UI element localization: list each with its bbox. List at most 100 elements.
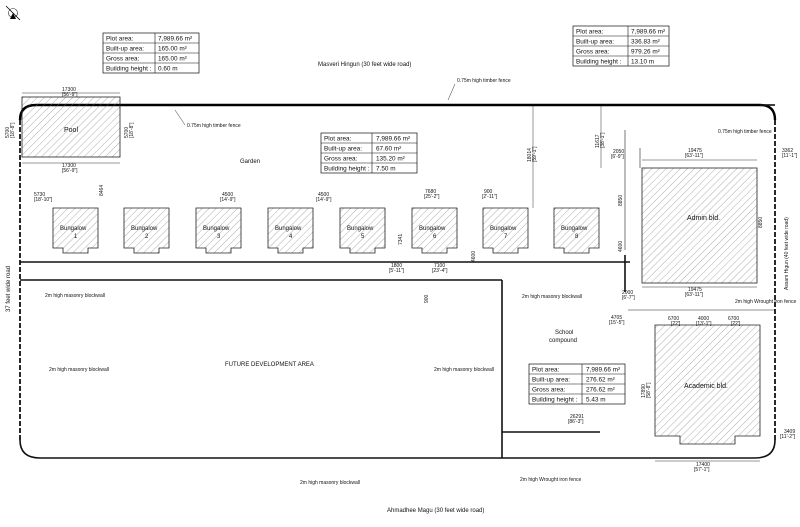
table-label: Gross area: bbox=[106, 56, 140, 63]
bungalow-label: Bungalow bbox=[490, 226, 517, 232]
dim-18014-ft: [59'-1"] bbox=[532, 146, 538, 162]
dim-4500-a-ft: [14'-9"] bbox=[220, 197, 236, 203]
dim-2000: 2000 bbox=[622, 290, 633, 296]
dim-1800-ft: [5'-11"] bbox=[389, 268, 405, 274]
dim-4500-b: 4500 bbox=[318, 192, 329, 198]
bungalow-label: Bungalow bbox=[275, 226, 302, 232]
bungalow-label: Bungalow bbox=[347, 226, 374, 232]
dim-18014: 18014 bbox=[527, 148, 533, 162]
dim-26291-ft: [86'-3"] bbox=[568, 419, 584, 425]
dim-5730-ft: [18'-10"] bbox=[34, 197, 53, 203]
dim-2050: 2050 bbox=[613, 149, 624, 155]
note-masonry-wall-2: 2m high masonry blockwall bbox=[49, 367, 109, 373]
bungalow-label: Bungalow bbox=[60, 226, 87, 232]
road-east: Assam Higun (40 feet wide road) bbox=[784, 217, 790, 290]
note-timber-fence-3: 0.75m high timber fence bbox=[718, 129, 772, 135]
dim-6700-a-ft: [22'] bbox=[671, 321, 681, 327]
table-label: Building height : bbox=[576, 59, 622, 66]
dim-17400: 17400 bbox=[696, 462, 710, 468]
dim-7341: 7341 bbox=[398, 234, 404, 245]
bungalow-1: Bungalow 1 bbox=[52, 207, 99, 254]
dim-6700-a: 6700 bbox=[668, 316, 679, 322]
bungalow-label: Bungalow bbox=[561, 226, 588, 232]
bungalow-number: 3 bbox=[217, 234, 221, 240]
dim-pool-height-ft: [18'-8"] bbox=[10, 122, 16, 138]
bungalow-5: Bungalow 5 bbox=[339, 207, 386, 254]
table-value: 135.20 m² bbox=[376, 156, 405, 163]
table-label: Built-up area: bbox=[324, 146, 362, 153]
dim-pool-width-ft: [56'-9"] bbox=[62, 92, 78, 98]
pool bbox=[21, 96, 121, 158]
table-value: 0.60 m bbox=[158, 66, 178, 73]
table-value: 165.00 m² bbox=[158, 46, 187, 53]
table-label: Gross area: bbox=[532, 387, 566, 394]
table-value: 7,989.66 m² bbox=[158, 36, 192, 43]
table-value: 276.62 m² bbox=[586, 387, 615, 394]
academic-label: Academic bld. bbox=[684, 383, 728, 390]
bungalow-number: 5 bbox=[361, 234, 365, 240]
dim-6700-b: 6700 bbox=[728, 316, 739, 322]
bungalow-8: Bungalow 8 bbox=[553, 207, 600, 254]
dim-11617-ft: [38'-1"] bbox=[600, 132, 606, 148]
dim-26291: 26291 bbox=[570, 414, 584, 420]
dim-8850: 8850 bbox=[618, 195, 624, 206]
dim-6700-b-ft: [22'] bbox=[731, 321, 741, 327]
table-label: Building height : bbox=[532, 397, 578, 404]
bungalow-4: Bungalow 4 bbox=[267, 207, 314, 254]
bungalow-3: Bungalow 3 bbox=[195, 207, 242, 254]
dim-pool-height-right-ft: [18'-8"] bbox=[129, 122, 135, 138]
bungalow-7: Bungalow 7 bbox=[482, 207, 529, 254]
dim-pool-width-bottom: 17300 bbox=[62, 163, 76, 169]
table-label: Building height : bbox=[324, 166, 370, 173]
dim-4000-ft: [13'-1"] bbox=[696, 321, 712, 327]
academic-data-table: Plot area: 7,989.66 m² Built-up area: 27… bbox=[528, 363, 626, 405]
dim-pool-height: 5700 bbox=[5, 127, 11, 138]
note-wrought-fence-2: 2m high Wrought iron fence bbox=[520, 477, 582, 483]
table-label: Plot area: bbox=[324, 136, 352, 143]
dim-900: 900 bbox=[484, 189, 493, 195]
note-wrought-fence-1: 2m high Wrought iron fence bbox=[735, 299, 797, 305]
bungalow-data-table: Plot area: 7,989.66 m² Built-up area: 67… bbox=[320, 132, 418, 174]
road-south: Ahmadhee Magu (30 feet wide road) bbox=[387, 508, 484, 514]
dim-pool-height-right: 5700 bbox=[124, 127, 130, 138]
note-timber-fence: 0.75m high timber fence bbox=[457, 78, 511, 84]
garden-label: Garden bbox=[240, 159, 260, 165]
dim-900-ft: [2'-11"] bbox=[482, 194, 498, 200]
table-label: Gross area: bbox=[576, 49, 610, 56]
table-label: Built-up area: bbox=[106, 46, 144, 53]
dim-4705: 4705 bbox=[611, 315, 622, 321]
table-value: 7,989.66 m² bbox=[376, 136, 410, 143]
dim-4500-b-ft: [14'-9"] bbox=[316, 197, 332, 203]
dim-19475-bottom-ft: [63'-11"] bbox=[685, 292, 704, 298]
pool-label: Pool bbox=[64, 127, 78, 134]
bungalow-number: 2 bbox=[145, 234, 149, 240]
bungalow-number: 7 bbox=[504, 234, 508, 240]
academic-building: Academic bld. bbox=[654, 324, 761, 445]
table-label: Gross area: bbox=[324, 156, 358, 163]
dim-8464: 8464 bbox=[99, 185, 105, 196]
bungalow-number: 1 bbox=[74, 234, 78, 240]
dim-1800: 1800 bbox=[391, 263, 402, 269]
table-label: Built-up area: bbox=[576, 39, 614, 46]
dim-pool-width-bottom-ft: [56'-9"] bbox=[62, 168, 78, 174]
dimensions: 5730 [18'-10"] 8464 4500 [14'-9"] 4500 [… bbox=[34, 132, 798, 473]
admin-data-table: Plot area: 7,989.66 m² Built-up area: 33… bbox=[572, 25, 670, 67]
dim-7680: 7680 bbox=[425, 189, 436, 195]
dim-7680-ft: [25'-2"] bbox=[424, 194, 440, 200]
note-timber-fence-2: 0.75m high timber fence bbox=[187, 123, 241, 129]
future-development-label: FUTURE DEVELOPMENT AREA bbox=[225, 362, 314, 368]
dim-4705-ft: [15'-5"] bbox=[609, 320, 625, 326]
dim-2000-ft: [6'-7"] bbox=[622, 295, 635, 301]
dim-4600: 4600 bbox=[471, 251, 477, 262]
note-masonry-wall-4: 2m high masonry blockwall bbox=[522, 294, 582, 300]
bungalow-2: Bungalow 2 bbox=[123, 207, 170, 254]
school-compound-label-2: compound bbox=[549, 338, 577, 344]
table-label: Building height : bbox=[106, 66, 152, 73]
site-boundary bbox=[18, 103, 777, 459]
bungalow-label: Bungalow bbox=[203, 226, 230, 232]
table-value: 67.60 m² bbox=[376, 146, 401, 153]
table-value: 336.83 m² bbox=[631, 39, 660, 46]
dim-2050-ft: [6'-9"] bbox=[611, 154, 624, 160]
table-label: Built-up area: bbox=[532, 377, 570, 384]
dim-7100: 7100 bbox=[434, 263, 445, 269]
